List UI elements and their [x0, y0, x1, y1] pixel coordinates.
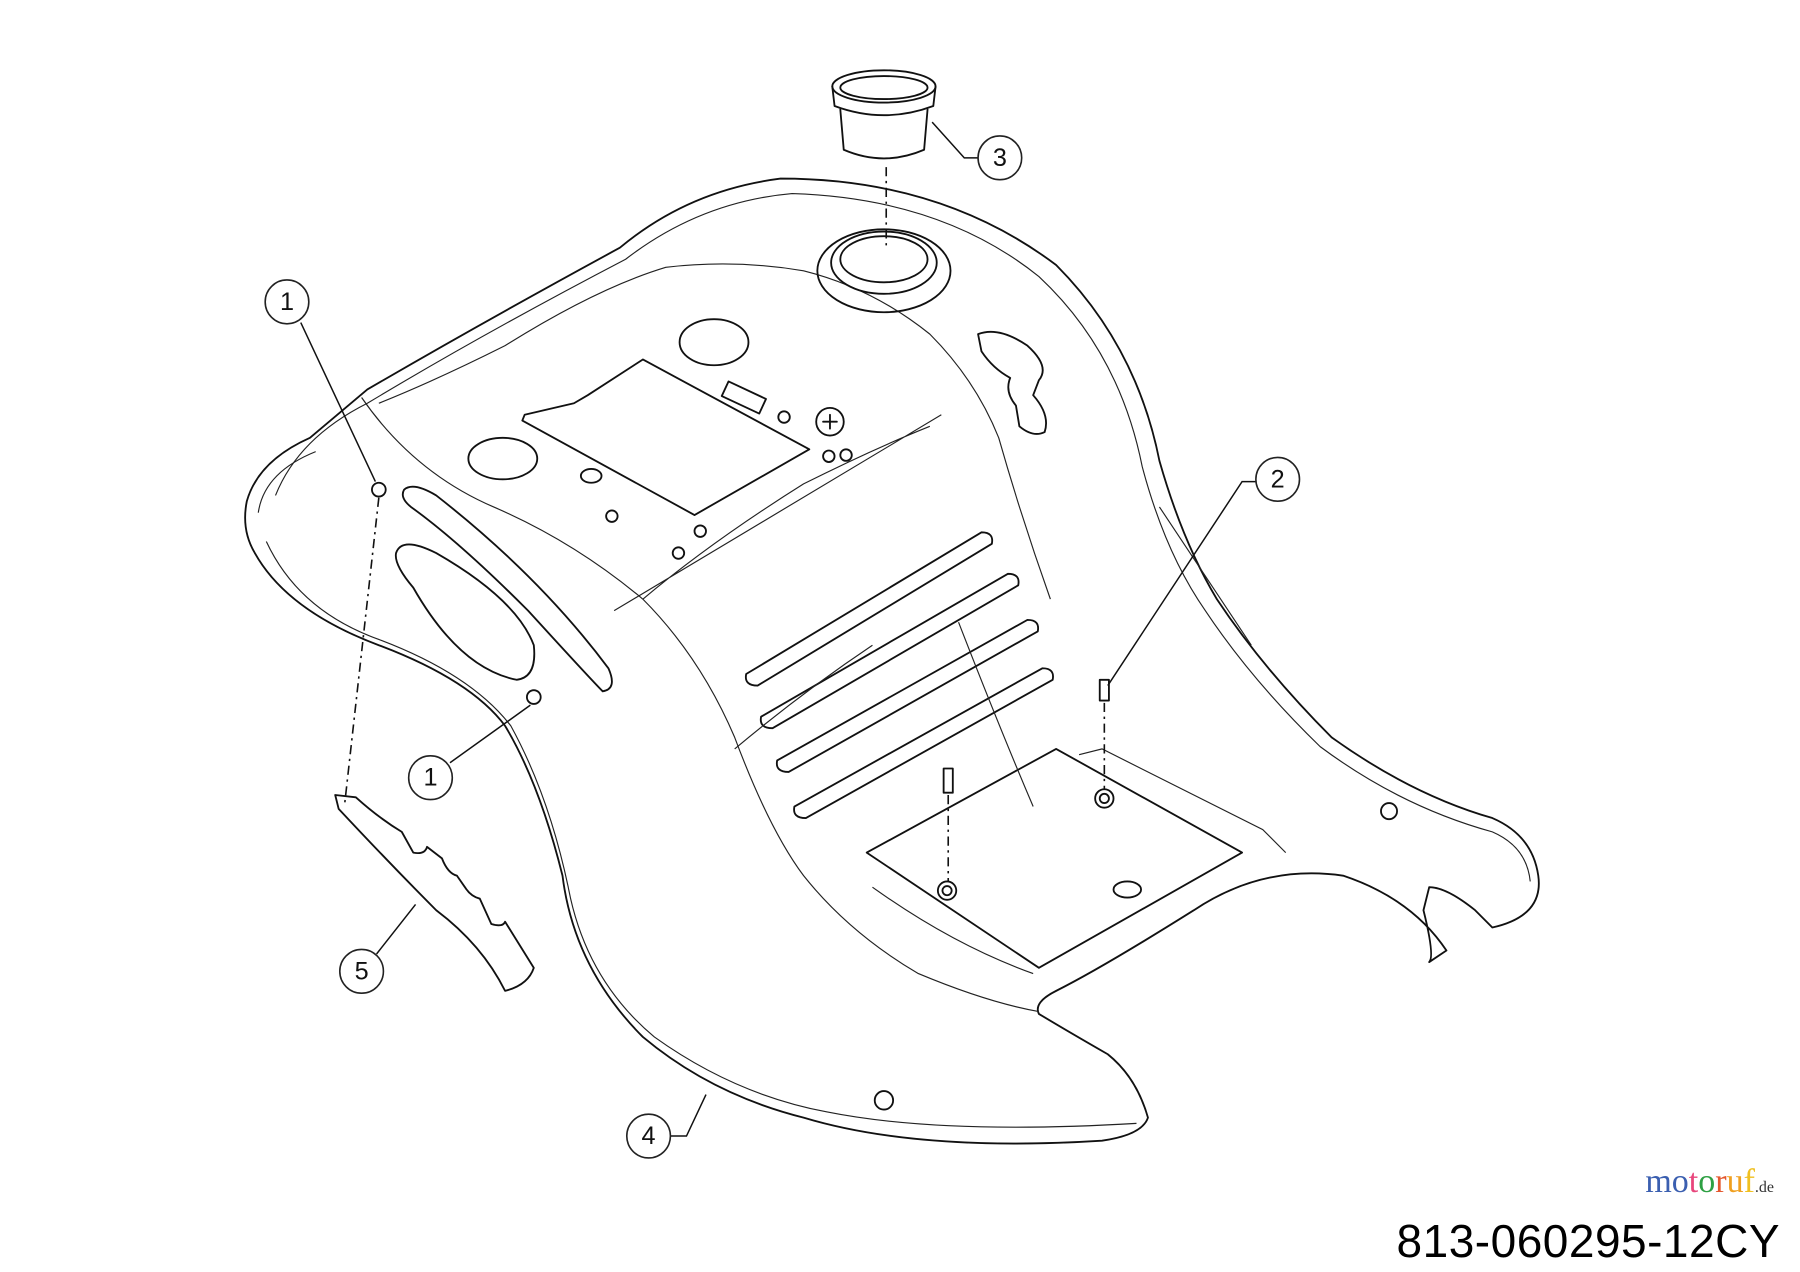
callout-label: 3: [993, 144, 1007, 172]
callout-label: 1: [280, 288, 294, 316]
watermark-letter: t: [1688, 1163, 1699, 1200]
watermark-logo: motoruf.de: [1645, 1162, 1774, 1208]
callout-5[interactable]: 5: [338, 903, 417, 994]
callout-2[interactable]: 2: [1107, 456, 1301, 686]
callout-label: 4: [642, 1122, 656, 1150]
callout-3[interactable]: 3: [931, 121, 1023, 181]
watermark-letter: o: [1671, 1163, 1689, 1200]
callout-label: 1: [423, 764, 437, 792]
seat-pan-part: [244, 177, 1540, 1145]
watermark-letter: u: [1726, 1163, 1744, 1200]
watermark-tld: .de: [1754, 1179, 1774, 1196]
callout-1-upper[interactable]: 1: [264, 279, 377, 482]
watermark-letter: m: [1645, 1163, 1672, 1200]
callout-1-lower[interactable]: 1: [407, 704, 531, 801]
watermark-letter: r: [1715, 1163, 1727, 1200]
callout-4[interactable]: 4: [625, 1094, 707, 1159]
bracket-part: [334, 794, 535, 992]
fuel-cap-part: [831, 69, 937, 160]
callout-label: 5: [355, 957, 369, 985]
drawing-part-number: 813-060295-12CY: [1396, 1215, 1780, 1267]
callout-label: 2: [1271, 465, 1285, 493]
watermark-letter: f: [1743, 1163, 1755, 1200]
watermark-letter: o: [1698, 1163, 1716, 1200]
